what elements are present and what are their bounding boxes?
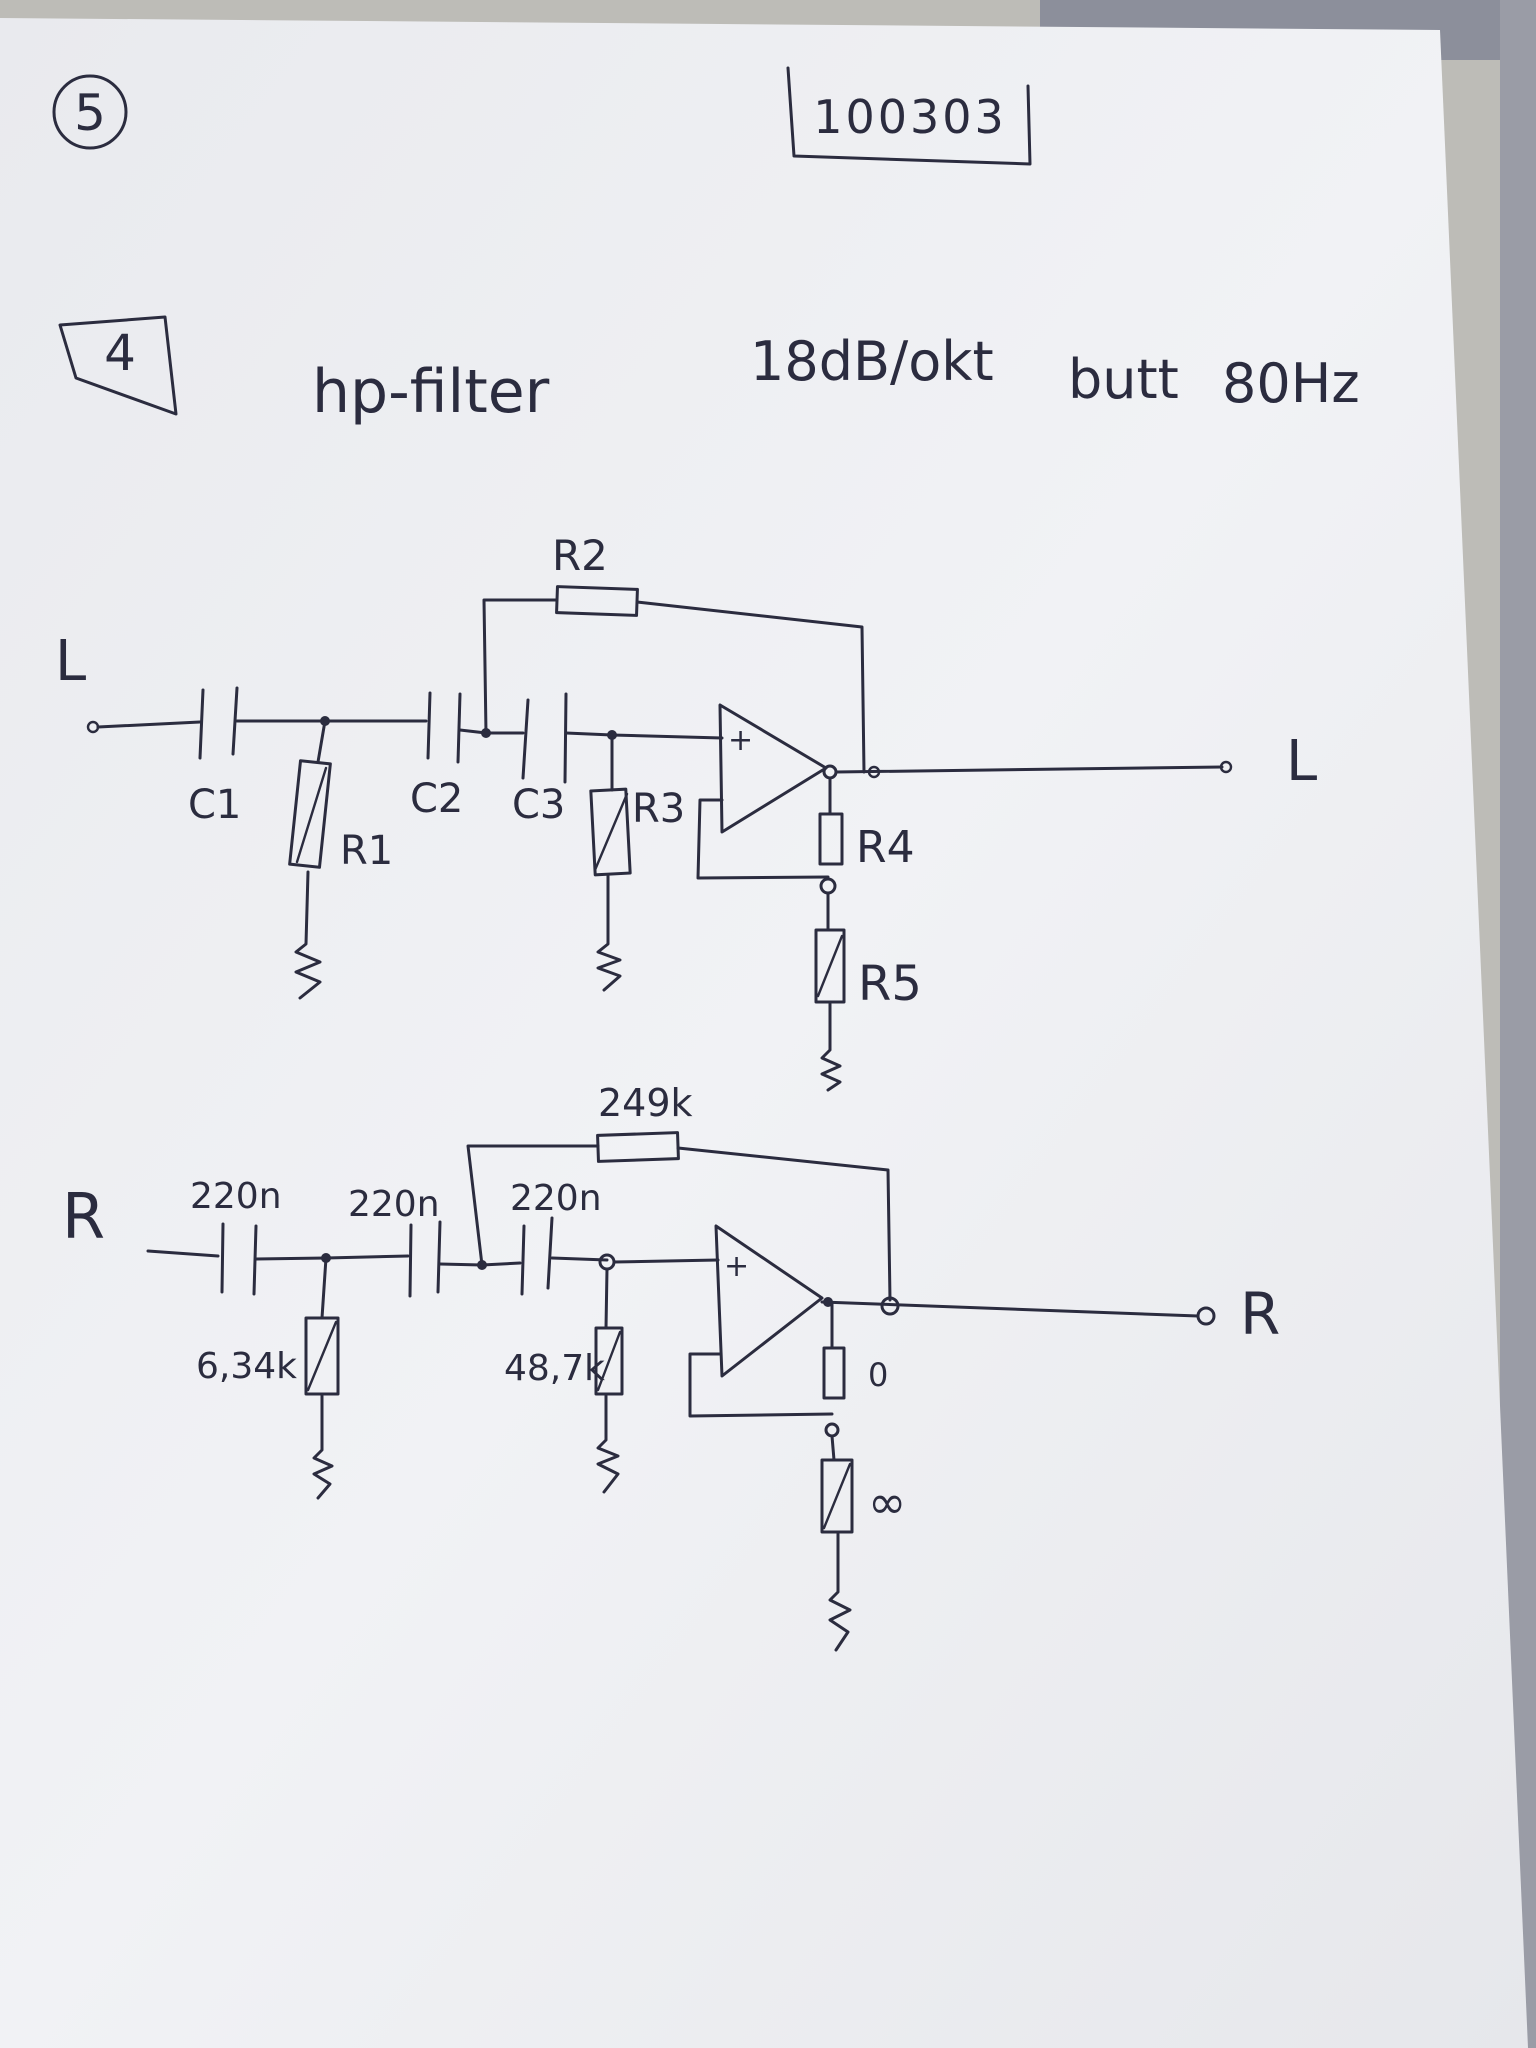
- title-slope: 18dB/okt: [750, 330, 994, 393]
- right-r2-wire-left: [466, 1144, 600, 1267]
- right-opamp: [714, 1224, 824, 1378]
- paper-sheet: [0, 18, 1528, 2048]
- right-r2-wire-right: [676, 1146, 892, 1302]
- left-input-label: L: [55, 629, 86, 694]
- left-wire-in: [96, 720, 202, 729]
- left-output-terminal: [1219, 760, 1233, 774]
- boxed-item: 4: [104, 324, 136, 382]
- left-r1-body: [288, 759, 332, 869]
- left-c2-plate-b: [456, 692, 462, 764]
- left-r3-slash: [593, 792, 629, 872]
- left-c1-plate-a: [198, 688, 205, 760]
- left-r3-label: R3: [632, 786, 685, 832]
- right-wire-in: [146, 1249, 220, 1258]
- left-c1-label: C1: [188, 782, 241, 828]
- left-output-label: L: [1286, 729, 1317, 794]
- left-r2-label: R2: [552, 531, 608, 580]
- left-r1-ground: [294, 870, 322, 1000]
- right-input-label: R: [62, 1180, 105, 1253]
- right-r5-slash: [822, 1462, 852, 1530]
- left-c3-label: C3: [512, 782, 565, 828]
- right-c2-plate-a: [408, 1223, 413, 1298]
- schematic-left: L C1 R1 C2 R2 C3: [55, 531, 1317, 1092]
- circled-number-ring: [52, 74, 128, 150]
- right-opamp-plus: +: [724, 1249, 749, 1284]
- right-r3-ground: [596, 1394, 620, 1494]
- right-output-label: R: [1240, 1280, 1280, 1348]
- left-opamp-plus: +: [728, 723, 753, 758]
- right-r3-label: 48,7k: [504, 1348, 605, 1389]
- left-wire-c3-node3: [564, 731, 614, 737]
- right-r1-slash: [306, 1320, 338, 1392]
- right-c1-plate-a: [220, 1222, 225, 1294]
- left-c3-plate-a: [521, 698, 530, 780]
- right-output-terminal: [1196, 1306, 1216, 1326]
- right-wire-c2-node2: [438, 1262, 484, 1267]
- left-r1-slash: [295, 766, 328, 864]
- right-r4-label: 0: [868, 1356, 888, 1394]
- schematic-right: R 220n 6,34k 220n 249k 220n: [62, 1081, 1280, 1652]
- left-r5-slash: [816, 934, 844, 998]
- right-r5-label: ∞: [868, 1475, 906, 1529]
- item-box: [58, 315, 178, 416]
- right-wire-node1-c2: [324, 1254, 410, 1260]
- left-r5-body: [814, 928, 846, 1004]
- title-frequency: 80Hz: [1222, 352, 1360, 415]
- circled-number: 5: [74, 84, 106, 142]
- right-r5-lead-top: [830, 1434, 836, 1462]
- right-wire-c1-node1: [254, 1256, 328, 1261]
- left-r4-label: R4: [856, 822, 915, 873]
- left-r5-ground: [820, 1002, 842, 1092]
- right-r1-body: [304, 1316, 340, 1396]
- right-r1-lead-top: [320, 1256, 328, 1320]
- right-c3-plate-a: [520, 1224, 526, 1296]
- left-wire-plus-input: [610, 733, 724, 740]
- right-r3-lead-top: [604, 1267, 609, 1330]
- right-c2-label: 220n: [348, 1184, 440, 1225]
- left-c2-label: C2: [410, 776, 463, 822]
- right-c2-plate-b: [436, 1220, 442, 1294]
- right-r2-label: 249k: [598, 1081, 693, 1125]
- right-r1-ground: [312, 1394, 334, 1500]
- right-r5-body: [820, 1458, 854, 1534]
- right-r3-body: [594, 1326, 624, 1396]
- right-output-wire: [820, 1300, 1200, 1318]
- left-r3-ground: [596, 874, 622, 992]
- right-r5-ground: [828, 1532, 852, 1652]
- left-output-wire: [834, 765, 1224, 774]
- left-opamp: [718, 703, 828, 834]
- left-c2-plate-a: [426, 691, 432, 760]
- left-r2-wire-left: [482, 598, 559, 735]
- right-c1-label: 220n: [190, 1176, 282, 1217]
- boxed-id: 100303: [813, 90, 1007, 144]
- id-box: [786, 66, 1032, 166]
- right-r2-body: [596, 1131, 680, 1163]
- left-r3-body: [589, 787, 632, 877]
- right-wire-node2-c3: [480, 1261, 522, 1267]
- right-r1-label: 6,34k: [196, 1346, 297, 1387]
- left-r5-label: R5: [858, 956, 922, 1012]
- left-r4-body: [818, 812, 844, 866]
- left-c3-plate-b: [563, 692, 568, 784]
- right-wire-plus-input: [612, 1258, 720, 1264]
- left-r1-label: R1: [340, 828, 393, 874]
- right-c3-plate-b: [546, 1216, 554, 1290]
- right-r4-body: [822, 1346, 846, 1400]
- right-r3-slash: [596, 1330, 622, 1392]
- left-r2-wire-right: [635, 600, 866, 774]
- right-c3-label: 220n: [510, 1178, 602, 1219]
- title-kind: hp-filter: [312, 357, 550, 427]
- left-minus-feedback: [696, 798, 830, 880]
- title-response: butt: [1068, 348, 1179, 411]
- right-wire-c3-node3: [550, 1256, 609, 1262]
- right-minus-feedback: [688, 1352, 834, 1418]
- left-r1-lead-top: [316, 719, 327, 764]
- left-c1-plate-b: [231, 686, 239, 756]
